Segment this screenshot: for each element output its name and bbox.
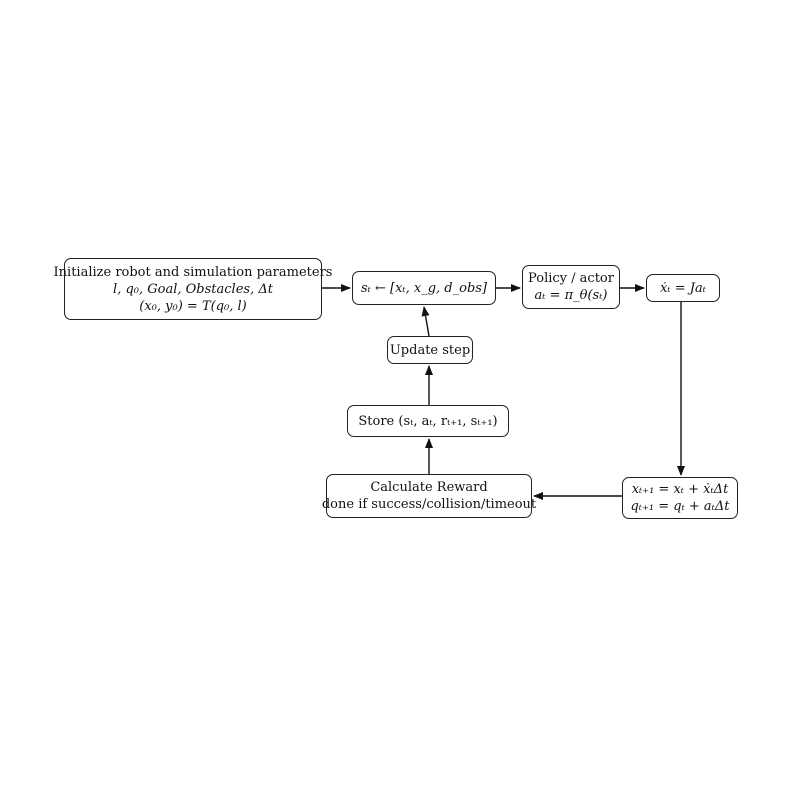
integrate-line-1: xₜ₊₁ = xₜ + ẋₜΔt <box>631 482 729 497</box>
arrow-update-to-state <box>421 306 430 337</box>
state-line-1: sₜ ← [xₜ, x_g, d_obs] <box>360 280 488 296</box>
policy-line-1: Policy / actor <box>528 271 614 286</box>
reward-line-2: done if success/collision/timeout <box>321 497 537 512</box>
store-line-1: Store (sₜ, aₜ, rₜ₊₁, sₜ₊₁) <box>358 413 498 429</box>
init-parameters-box: Initialize robot and simulation paramete… <box>54 258 332 320</box>
policy-actor-box: Policy / actor aₜ = π_θ(sₜ) <box>522 265 620 309</box>
init-line-1: Initialize robot and simulation paramete… <box>53 264 333 280</box>
state-vector-box: sₜ ← [xₜ, x_g, d_obs] <box>352 271 496 305</box>
policy-line-2: aₜ = π_θ(sₜ) <box>534 288 608 303</box>
init-line-3: (x₀, y₀) = T(q₀, l) <box>139 298 247 314</box>
integrate-line-2: qₜ₊₁ = qₜ + aₜΔt <box>630 499 730 514</box>
init-line-2: l, q₀, Goal, Obstacles, Δt <box>113 281 273 297</box>
reward-line-1: Calculate Reward <box>370 480 488 495</box>
store-transition-box: Store (sₜ, aₜ, rₜ₊₁, sₜ₊₁) <box>347 405 509 437</box>
update-step-box: Update step <box>387 336 473 364</box>
integrate-state-box: xₜ₊₁ = xₜ + ẋₜΔt qₜ₊₁ = qₜ + aₜΔt <box>622 477 738 519</box>
jacobian-velocity-box: ẋₜ = Jaₜ <box>646 274 720 302</box>
update-line-1: Update step <box>389 342 471 358</box>
jacobian-line-1: ẋₜ = Jaₜ <box>660 280 706 296</box>
calculate-reward-box: Calculate Reward done if success/collisi… <box>322 474 536 518</box>
